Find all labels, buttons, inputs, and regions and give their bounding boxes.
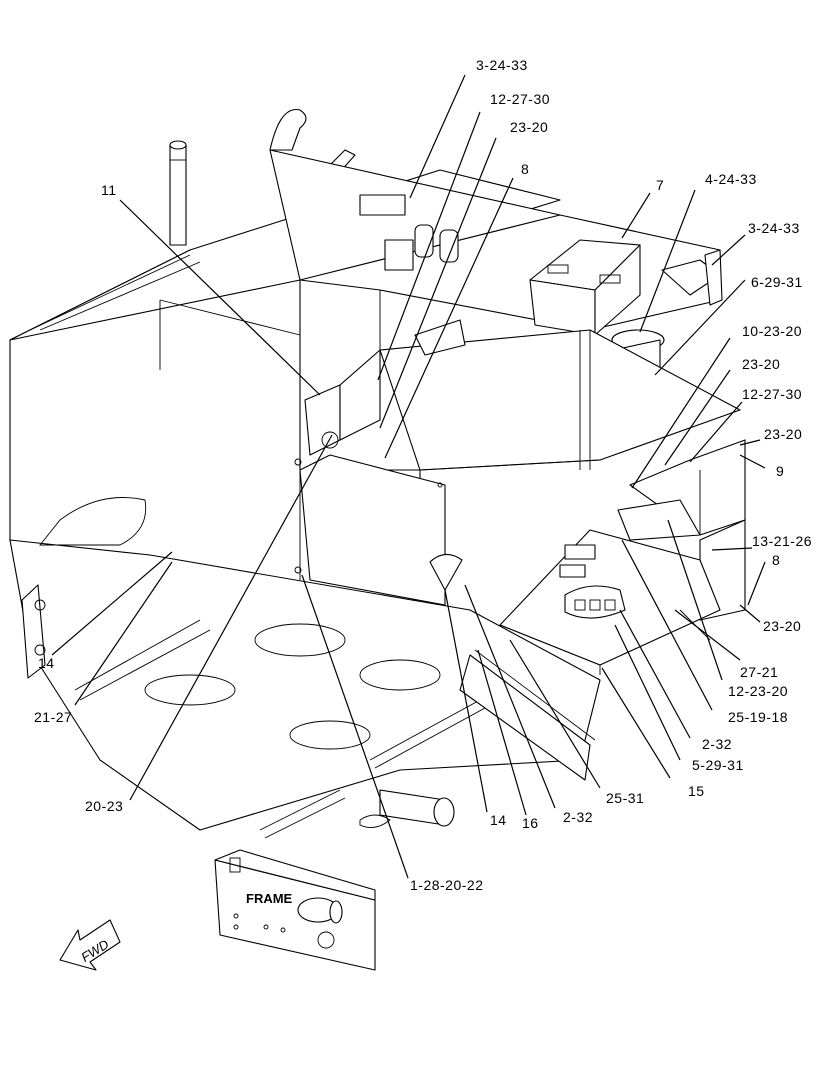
callout-label: 6-29-31 <box>751 274 803 290</box>
frame-panel-label: FRAME <box>246 891 293 906</box>
callout-label: 12-23-20 <box>728 683 788 699</box>
callout-label: 23-20 <box>510 119 548 135</box>
callout-label: 2-32 <box>702 736 732 752</box>
callout-label: 23-20 <box>742 356 780 372</box>
callout-label: 21-27 <box>34 709 72 725</box>
callout-label: 12-27-30 <box>490 91 550 107</box>
callout-label: 23-20 <box>763 618 801 634</box>
callout-labels: 3-24-33 12-27-30 23-20 8 11 7 4-24-33 3-… <box>34 57 812 893</box>
forward-direction-arrow-icon: FWD <box>59 919 121 971</box>
callout-label: 2-32 <box>563 809 593 825</box>
callout-label: 16 <box>522 815 539 831</box>
machine-frame-illustration <box>9 108 746 971</box>
callout-label: 5-29-31 <box>692 757 744 773</box>
callout-label: 27-21 <box>740 664 778 680</box>
callout-label: 13-21-26 <box>752 533 812 549</box>
callout-label: 8 <box>772 552 780 568</box>
callout-label: 14 <box>490 812 507 828</box>
callout-label: 25-19-18 <box>728 709 788 725</box>
leader-lines <box>51 74 766 879</box>
callout-label: 23-20 <box>764 426 802 442</box>
callout-label: 25-31 <box>606 790 644 806</box>
callout-label: 8 <box>521 161 529 177</box>
callout-label: 20-23 <box>85 798 123 814</box>
callout-label: 3-24-33 <box>476 57 528 73</box>
callout-label: 14 <box>38 655 55 671</box>
callout-label: 3-24-33 <box>748 220 800 236</box>
callout-label: 12-27-30 <box>742 386 802 402</box>
callout-label: 7 <box>656 177 664 193</box>
callout-label: 15 <box>688 783 705 799</box>
callout-label: 10-23-20 <box>742 323 802 339</box>
callout-label: 4-24-33 <box>705 171 757 187</box>
callout-label: 9 <box>776 463 784 479</box>
callout-label: 1-28-20-22 <box>410 877 484 893</box>
callout-label: 11 <box>101 182 117 198</box>
